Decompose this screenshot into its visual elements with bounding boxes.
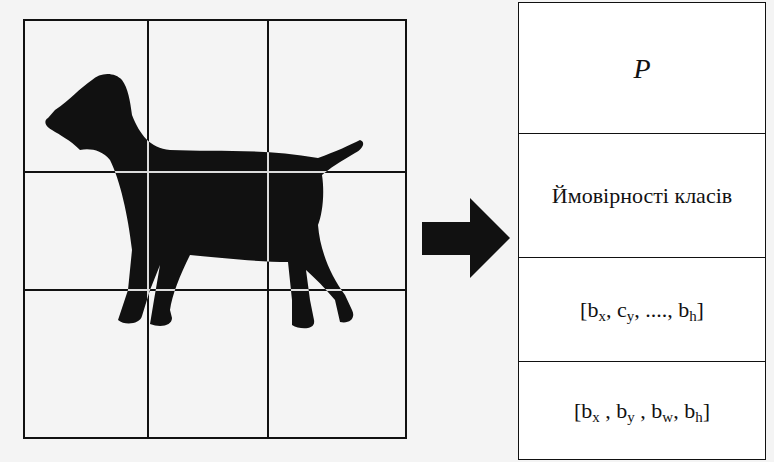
cell-text: [bx , by , bw, bh] — [566, 393, 718, 429]
output-cell: Ймовірності класів — [518, 133, 766, 259]
cell-text: [bx, cy, ...., bh] — [572, 292, 712, 328]
grid-line — [24, 171, 406, 173]
grid-line — [24, 289, 406, 291]
block-arrow — [422, 198, 510, 278]
grid-frame — [24, 20, 406, 438]
grid-lines — [24, 20, 406, 438]
grid-line — [24, 289, 406, 291]
grid-line — [147, 20, 149, 438]
grid-line — [267, 20, 269, 438]
output-cell: [bx , by , bw, bh] — [518, 361, 766, 460]
grid-line — [267, 20, 269, 438]
grid-lines-over-dog — [24, 20, 406, 438]
cell-text: Ймовірності класів — [544, 178, 740, 214]
grid-line — [147, 20, 149, 438]
cell-text: P — [625, 47, 658, 90]
output-cell: P — [518, 2, 766, 135]
grid-line — [24, 171, 406, 173]
output-cell: [bx, cy, ...., bh] — [518, 257, 766, 363]
dog-silhouette — [45, 74, 363, 328]
